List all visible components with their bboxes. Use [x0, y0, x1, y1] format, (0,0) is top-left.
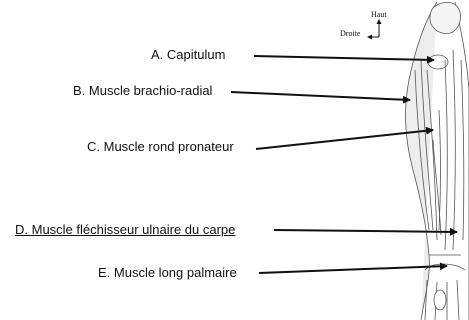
compass-right-label: Droite	[340, 29, 361, 38]
arrow-b	[230, 91, 411, 104]
label-a: A. Capitulum	[151, 47, 226, 62]
label-b: B. Muscle brachio-radial	[73, 83, 213, 98]
arrow-d	[273, 227, 458, 236]
arrow-a	[253, 55, 435, 64]
label-d: D. Muscle fléchisseur ulnaire du carpe	[15, 222, 236, 237]
compass-up-label: Haut	[371, 10, 387, 19]
arrow-c	[255, 126, 434, 150]
label-c: C. Muscle rond pronateur	[87, 139, 234, 154]
arrow-e	[258, 262, 448, 274]
label-e: E. Muscle long palmaire	[98, 265, 237, 280]
compass-arrows-icon	[367, 19, 382, 40]
